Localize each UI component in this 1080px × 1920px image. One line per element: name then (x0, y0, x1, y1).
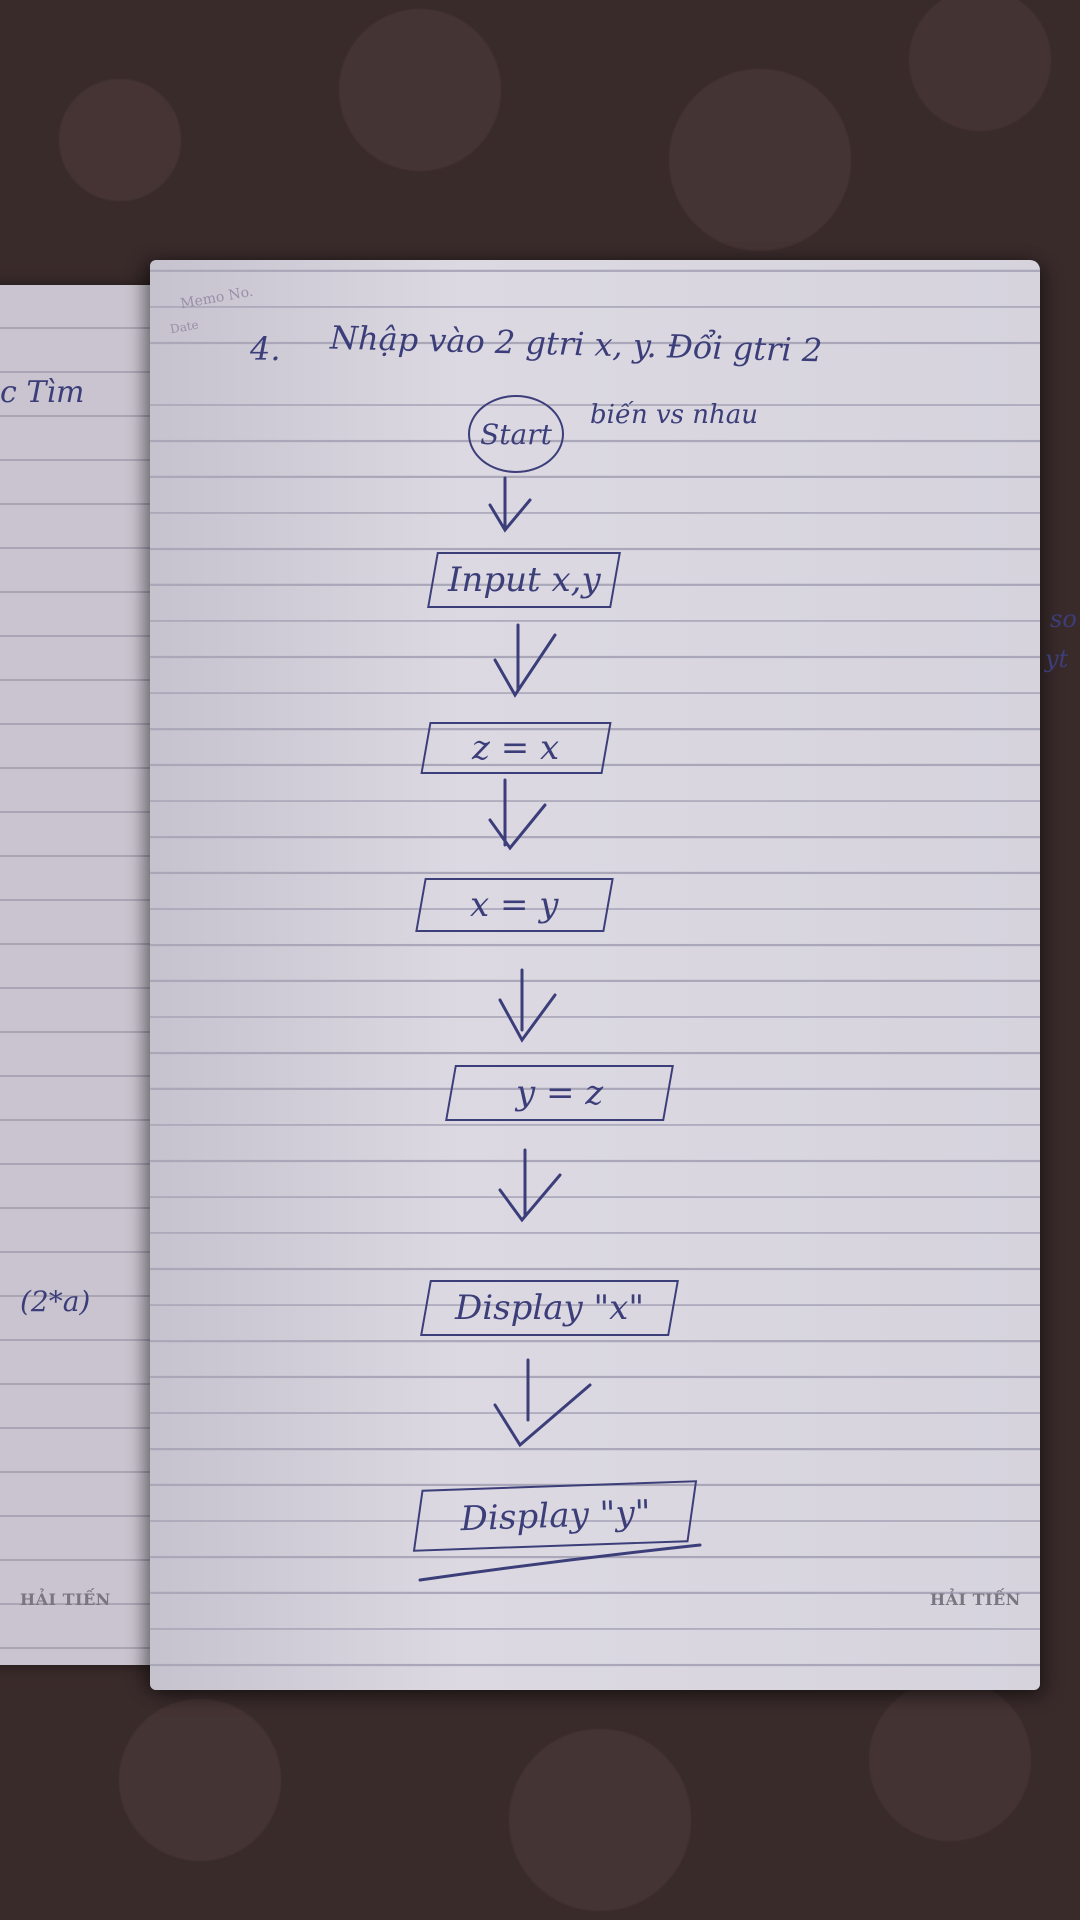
right-margin-text: so (1050, 605, 1077, 633)
arrow-y-to-display-x (498, 1148, 562, 1223)
left-page-brand: HẢI TIẾN (20, 1590, 111, 1609)
left-page-top-text: c Tìm (0, 375, 85, 410)
start-label: Start (480, 417, 552, 451)
problem-number: 4. (250, 330, 281, 368)
left-page-formula: (2*a) (20, 1285, 91, 1318)
right-page-brand: HẢI TIẾN (930, 1590, 1021, 1609)
right-notebook-page: Memo No. Date HẢI TIẾN (150, 260, 1040, 1690)
display-y-underline (418, 1543, 702, 1582)
arrow-z-to-x (488, 778, 547, 851)
arrow-x-to-y (498, 968, 557, 1043)
arrow-input-to-z (493, 623, 557, 698)
problem-line-2: biến vs nhau (590, 400, 758, 430)
arrow-display-x-to-display-y (493, 1358, 592, 1448)
left-notebook-page: c Tìm (2*a) HẢI TIẾN (0, 285, 165, 1665)
right-margin-text-2: yt (1045, 645, 1069, 673)
arrow-start-to-input (488, 476, 532, 533)
start-terminal: Start (468, 395, 564, 473)
